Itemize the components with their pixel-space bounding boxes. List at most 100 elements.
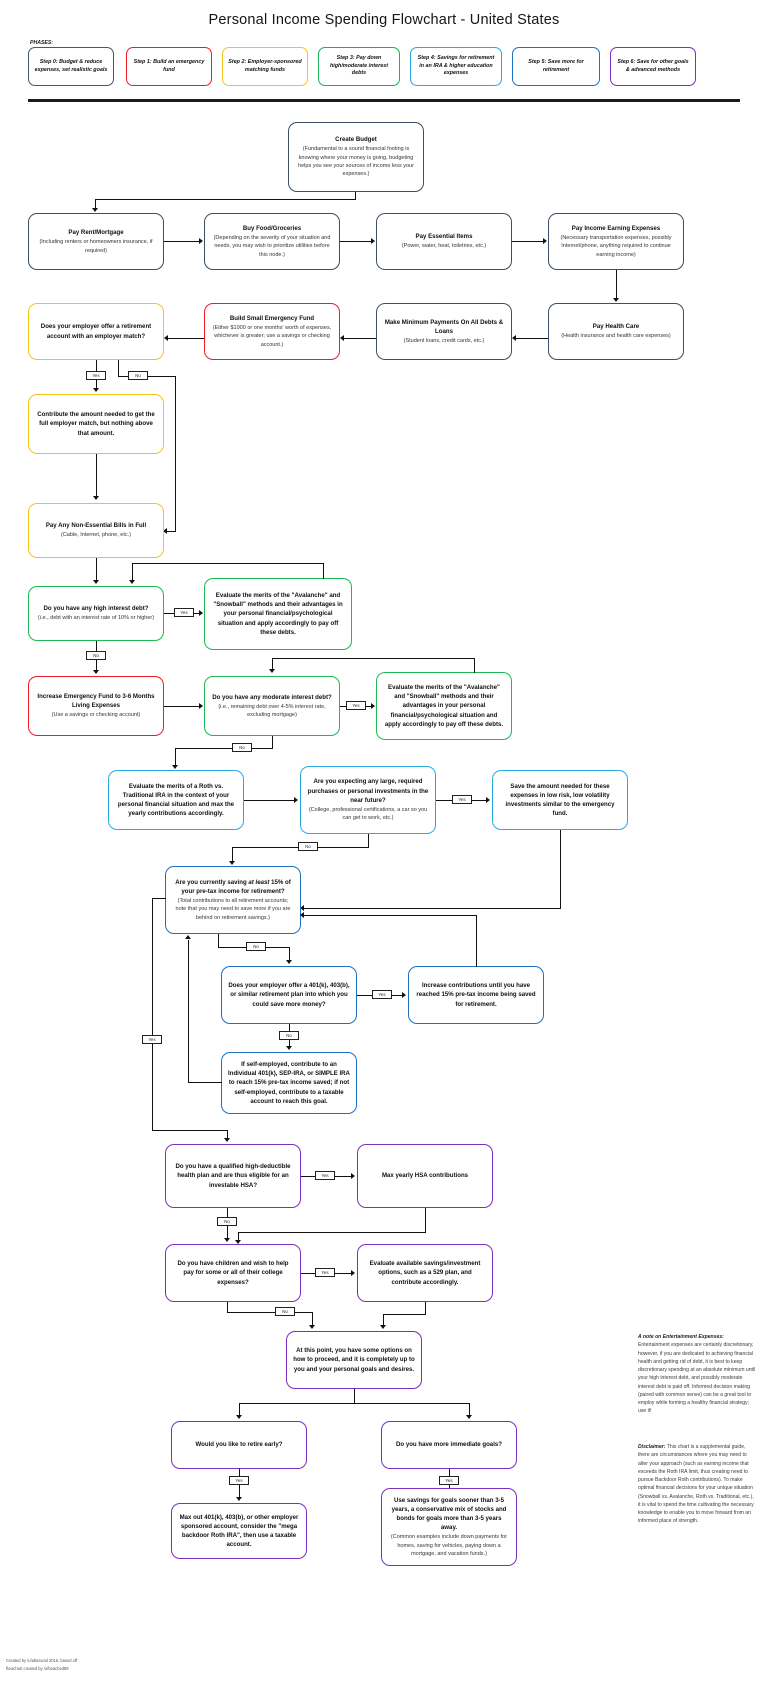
edge-arrow bbox=[351, 1270, 355, 1276]
node-large-purchases-question: Are you expecting any large, required pu… bbox=[300, 766, 436, 834]
edge-line bbox=[168, 338, 204, 340]
edge-arrow bbox=[543, 238, 547, 244]
edge-arrow bbox=[286, 960, 292, 964]
edge-line bbox=[96, 454, 98, 498]
edge-arrow bbox=[236, 1415, 242, 1419]
node-at-this-point: At this point, you have some options on … bbox=[286, 1331, 422, 1389]
node-title: Pay Health Care bbox=[592, 323, 640, 331]
edge-line bbox=[295, 1312, 313, 1314]
node-subtitle: (Cable, Internet, phone, etc.) bbox=[60, 532, 131, 539]
node-create-budget: Create Budget (Fundamental to a sound fi… bbox=[288, 122, 424, 192]
edge-arrow bbox=[199, 610, 203, 616]
node-subtitle: (College, professional certifications, a… bbox=[308, 806, 428, 822]
edge-arrow bbox=[236, 1497, 242, 1501]
phase-step-0: Step 0: Budget & reduce expenses, set re… bbox=[28, 47, 114, 86]
edge-line bbox=[239, 1403, 470, 1405]
edge-line bbox=[148, 376, 176, 378]
node-save-low-risk-investments: Save the amount needed for these expense… bbox=[492, 770, 628, 830]
edge-line bbox=[188, 940, 190, 1083]
node-hsa-question: Do you have a qualified high-deductible … bbox=[165, 1144, 301, 1208]
edge-line bbox=[238, 1232, 426, 1234]
edge-line bbox=[218, 934, 220, 947]
edge-line bbox=[301, 1273, 315, 1275]
note-entertainment-expenses: A note on Entertainment Expenses: Entert… bbox=[638, 1333, 756, 1416]
credit-line-2: flowchart created by /u/beached89 bbox=[6, 1666, 69, 1671]
edge-arrow bbox=[269, 669, 275, 673]
node-title: Does your employer offer a 401(k), 403(b… bbox=[228, 982, 350, 1008]
node-subtitle: (Student loans, credit cards, etc.) bbox=[403, 337, 485, 344]
edge-line bbox=[474, 658, 476, 673]
edge-line bbox=[95, 199, 356, 201]
edge-line bbox=[244, 800, 295, 802]
node-pay-rent-mortgage: Pay Rent/Mortgage (Including renters or … bbox=[28, 213, 164, 270]
note-body: Entertainment expenses are certainly dis… bbox=[638, 1342, 756, 1415]
edge-line bbox=[340, 241, 372, 243]
edge-label-no: No bbox=[298, 842, 318, 851]
node-title: Do you have any high interest debt? bbox=[43, 605, 149, 613]
edge-line bbox=[188, 1082, 222, 1084]
edge-line bbox=[383, 1314, 385, 1327]
edge-arrow bbox=[185, 935, 191, 939]
edge-arrow bbox=[613, 298, 619, 302]
node-title: Pay Essential Items bbox=[415, 233, 473, 241]
node-use-savings-for-goals: Use savings for goals sooner than 3-5 ye… bbox=[381, 1488, 517, 1566]
node-title: Max yearly HSA contributions bbox=[381, 1172, 469, 1180]
page-title: Personal Income Spending Flowchart - Uni… bbox=[208, 12, 560, 28]
edge-arrow bbox=[199, 703, 203, 709]
node-max-hsa-contributions: Max yearly HSA contributions bbox=[357, 1144, 493, 1208]
node-title: Use savings for goals sooner than 3-5 ye… bbox=[391, 1496, 507, 1532]
edge-line bbox=[436, 800, 452, 802]
node-pay-health-care: Pay Health Care (Health insurance and he… bbox=[548, 303, 684, 360]
node-title: Evaluate the merits of a Roth vs. Tradit… bbox=[117, 782, 235, 818]
node-buy-food-groceries: Buy Food/Groceries (Depending on the sev… bbox=[204, 213, 340, 270]
edge-label-yes: Yes bbox=[452, 795, 472, 804]
node-contribute-employer-match: Contribute the amount needed to get the … bbox=[28, 394, 164, 454]
edge-line bbox=[354, 1389, 356, 1403]
edge-arrow bbox=[129, 580, 135, 584]
edge-line bbox=[516, 338, 548, 340]
edge-line bbox=[476, 915, 478, 967]
edge-line bbox=[335, 1176, 352, 1178]
edge-arrow bbox=[300, 912, 304, 918]
node-title: Create Budget bbox=[335, 136, 377, 144]
edge-line bbox=[232, 847, 299, 849]
note-disclaimer: Disclaimer: This chart is a supplemental… bbox=[638, 1443, 756, 1526]
node-increase-emergency-fund: Increase Emergency Fund to 3-6 Months Li… bbox=[28, 676, 164, 736]
node-title: Are you currently saving at least 15% of… bbox=[175, 878, 291, 895]
edge-arrow bbox=[466, 1415, 472, 1419]
edge-arrow bbox=[351, 1173, 355, 1179]
edge-line bbox=[164, 613, 174, 615]
edge-arrow bbox=[224, 1238, 230, 1242]
edge-line bbox=[472, 800, 487, 802]
edge-line bbox=[304, 915, 477, 917]
edge-line bbox=[318, 847, 369, 849]
edge-line bbox=[166, 531, 176, 533]
node-immediate-goals-question: Do you have more immediate goals? bbox=[381, 1421, 517, 1469]
edge-line bbox=[96, 558, 98, 582]
edge-line bbox=[227, 1208, 229, 1218]
edge-line bbox=[132, 563, 134, 581]
edge-line bbox=[96, 641, 98, 651]
edge-label-yes: Yes bbox=[86, 371, 106, 380]
note-body: This chart is a supplemental guide, ther… bbox=[638, 1444, 754, 1525]
node-title: Make Minimum Payments On All Debts & Loa… bbox=[384, 318, 504, 335]
edge-line bbox=[272, 736, 274, 748]
edge-line bbox=[301, 1176, 315, 1178]
edge-label-no: No bbox=[279, 1031, 299, 1040]
edge-line bbox=[289, 1040, 291, 1048]
node-avalanche-snowball-high: Evaluate the merits of the "Avalanche" a… bbox=[204, 578, 352, 650]
edge-label-no: No bbox=[275, 1307, 295, 1316]
edge-line bbox=[272, 658, 475, 660]
node-build-small-emergency-fund: Build Small Emergency Fund (Either $1000… bbox=[204, 303, 340, 360]
note-heading: Disclaimer: bbox=[638, 1444, 666, 1450]
edge-line bbox=[392, 995, 403, 997]
node-title: Do you have a qualified high-deductible … bbox=[175, 1163, 291, 1189]
node-self-employed-options: If self-employed, contribute to an Indiv… bbox=[221, 1052, 357, 1114]
credit-line-1: Created by /u/atlasvoid 2016, based off bbox=[6, 1658, 78, 1663]
edge-label-yes: Yes bbox=[439, 1476, 459, 1485]
node-title: Pay Income Earning Expenses bbox=[571, 224, 661, 232]
edge-line bbox=[118, 360, 120, 376]
phases-label: PHASES: bbox=[30, 40, 54, 46]
node-title: Do you have more immediate goals? bbox=[396, 1441, 502, 1449]
